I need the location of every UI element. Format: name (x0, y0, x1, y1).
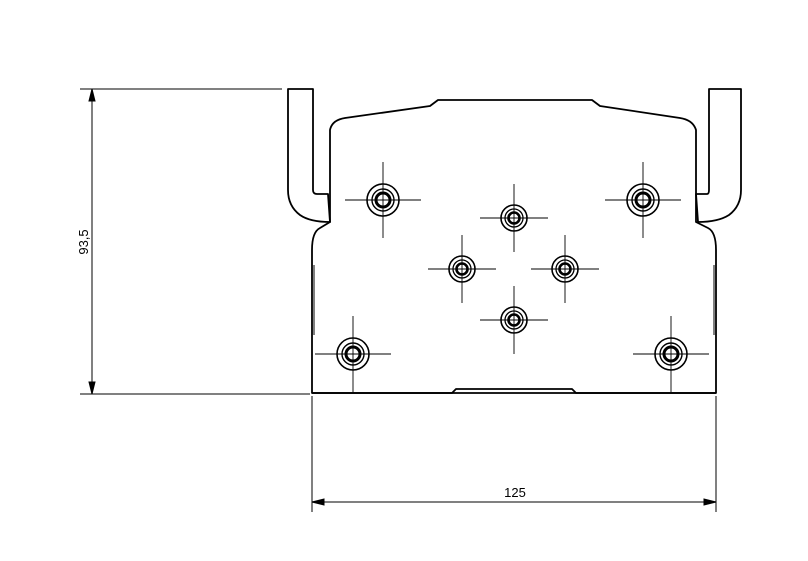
large-hole-4 (633, 316, 709, 392)
right-hook (695, 88, 742, 223)
height-arrow-bottom (88, 381, 96, 395)
large-hole-3 (315, 316, 391, 392)
plate-body (311, 99, 717, 394)
small-hole-3 (531, 235, 599, 303)
small-hole-1 (480, 184, 548, 252)
left-hook (287, 88, 331, 223)
height-dimension-label: 93,5 (76, 229, 91, 254)
width-dimension-label: 125 (504, 485, 526, 500)
plate-outline (287, 88, 742, 394)
dimension-lines (80, 88, 717, 512)
mounting-holes (315, 162, 709, 392)
small-hole-2 (428, 235, 496, 303)
large-hole-2 (605, 162, 681, 238)
width-arrow-right (703, 498, 717, 506)
bottom-rim (312, 388, 716, 394)
large-hole-1 (345, 162, 421, 238)
small-hole-4 (480, 286, 548, 354)
height-arrow-top (88, 88, 96, 102)
width-arrow-left (311, 498, 325, 506)
